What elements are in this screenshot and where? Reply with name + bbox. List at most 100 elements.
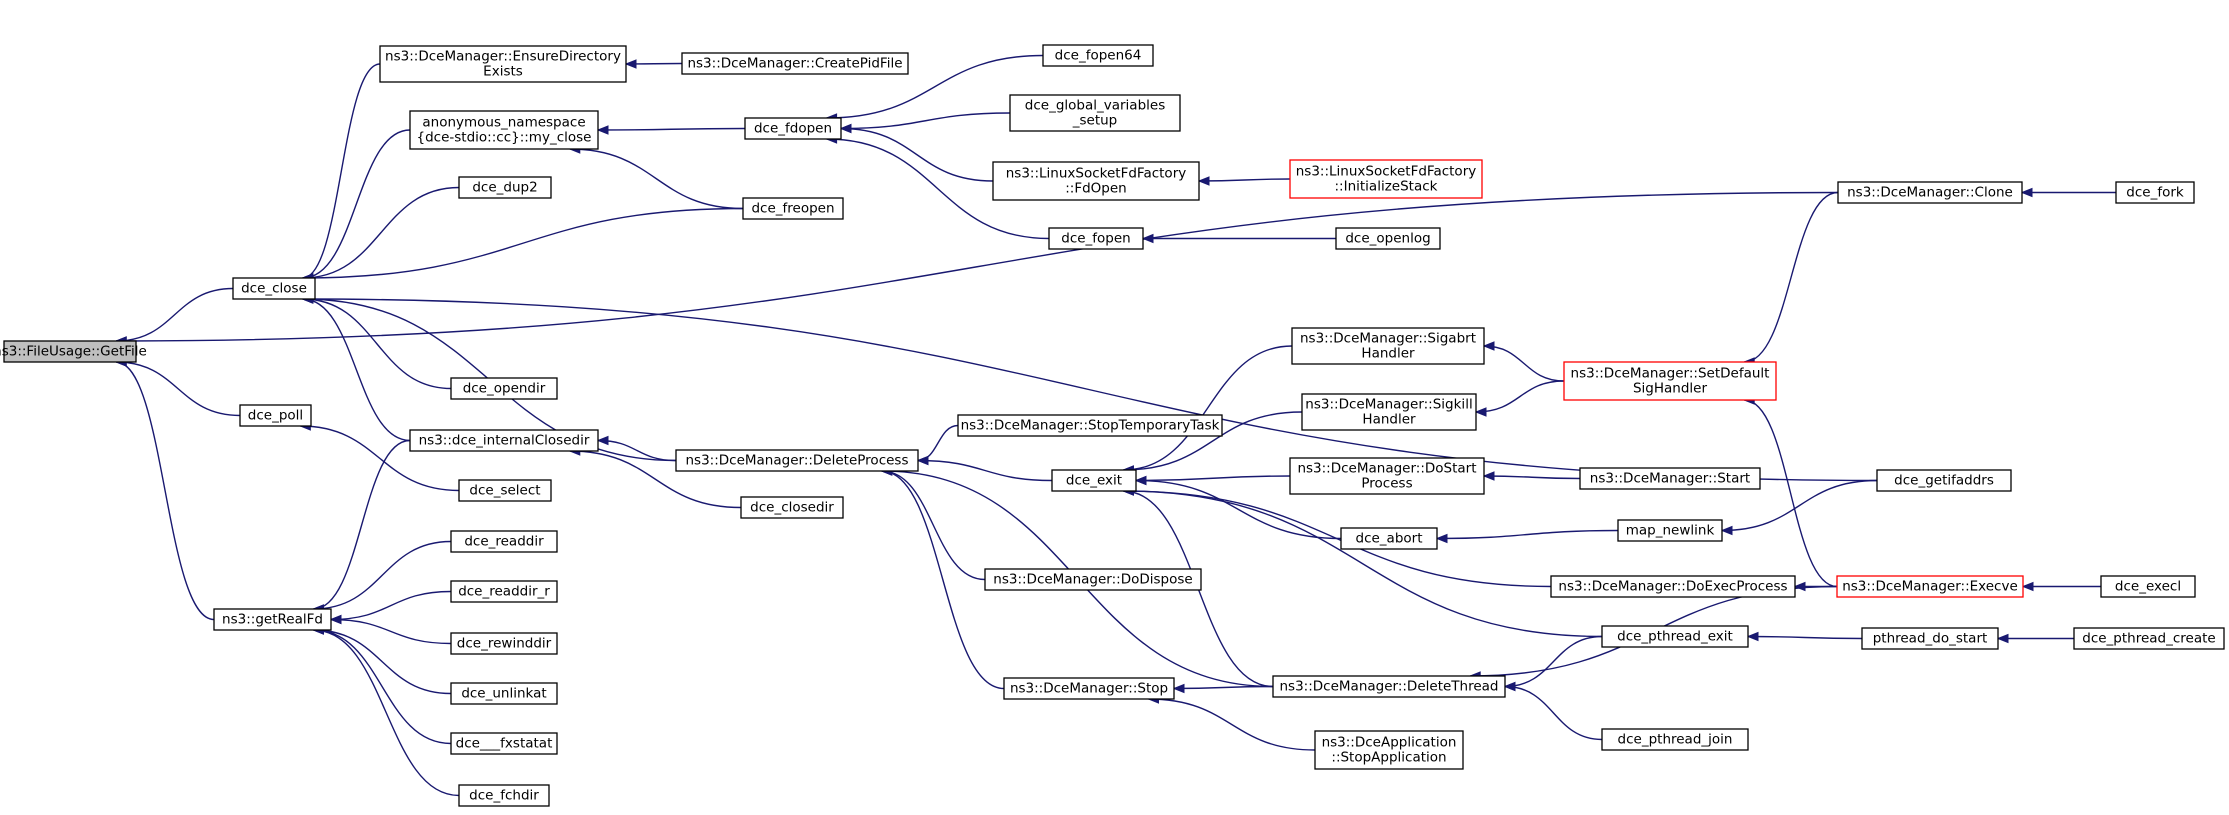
arrowhead [596, 125, 609, 135]
node-unlinkat[interactable]: dce_unlinkat [450, 682, 558, 705]
node-box [2073, 627, 2225, 650]
node-label: dce_unlinkat [461, 686, 546, 702]
edge-globalvars-to-fdopen [840, 112, 1011, 130]
edge-dodispose-to-deleteprocess [881, 470, 986, 581]
node-createpid[interactable]: ns3::DceManager::CreatePidFile [681, 52, 909, 75]
edge-unlinkat-to-getrealfd [313, 629, 452, 695]
node-fdopen[interactable]: dce_fdopen [744, 117, 842, 140]
node-box [1272, 675, 1506, 698]
edge-dostart-to-dce-exit [1135, 475, 1291, 482]
node-getfile[interactable]: ns3::FileUsage::GetFile [0, 340, 147, 363]
arrowhead [1482, 341, 1495, 351]
node-label: dce_dup2 [472, 180, 537, 196]
node-fopen64[interactable]: dce_fopen64 [1042, 44, 1154, 67]
node-closedir[interactable]: dce_closedir [740, 496, 844, 519]
node-readdir-r[interactable]: dce_readdir_r [450, 580, 558, 603]
node-label: ns3::DceManager::Stop [1010, 681, 1168, 697]
node-fork[interactable]: dce_fork [2115, 181, 2195, 204]
node-box [1003, 677, 1175, 700]
node-dodispose[interactable]: ns3::DceManager::DoDispose [984, 568, 1202, 591]
node-readdir[interactable]: dce_readdir [450, 530, 558, 553]
node-internalclosedir[interactable]: ns3::dce_internalClosedir [409, 429, 599, 452]
node-dup2[interactable]: dce_dup2 [458, 176, 552, 199]
node-fdopenfactory[interactable]: ns3::LinuxSocketFdFactory::FdOpen [992, 161, 1200, 201]
node-label: ns3::DceManager::CreatePidFile [687, 56, 902, 72]
node-initstack[interactable]: ns3::LinuxSocketFdFactory::InitializeSta… [1289, 159, 1483, 199]
edge-fopen64-to-fdopen [826, 54, 1044, 119]
node-label: ns3::DceManager::DeleteThread [1280, 679, 1499, 695]
node-box [458, 479, 552, 502]
edge-doexec-to-dce-exit [1123, 490, 1552, 588]
arrowhead [596, 435, 609, 446]
node-box [1291, 327, 1485, 365]
edge-initstack-to-fdopenfactory [1198, 178, 1291, 182]
node-box [458, 176, 552, 199]
node-stop[interactable]: ns3::DceManager::Stop [1003, 677, 1175, 700]
node-label: ns3::DceManager::Sigkill [1305, 397, 1472, 413]
node-label: dce_poll [248, 408, 303, 424]
node-label: dce___fxstatat [456, 736, 553, 752]
edge-fopen-to-fdopen [826, 138, 1050, 240]
node-label: dce_readdir_r [458, 584, 550, 600]
node-globalvars[interactable]: dce_global_variables_setup [1009, 94, 1181, 132]
node-fopen[interactable]: dce_fopen [1048, 227, 1144, 250]
node-execl[interactable]: dce_execl [2100, 575, 2196, 598]
node-pthread-create[interactable]: dce_pthread_create [2073, 627, 2225, 650]
node-dce-poll[interactable]: dce_poll [239, 404, 312, 427]
node-freopen[interactable]: dce_freopen [742, 197, 844, 220]
node-dce-exit[interactable]: dce_exit [1051, 469, 1137, 492]
node-pthread-join[interactable]: dce_pthread_join [1601, 728, 1749, 751]
node-fxstatat[interactable]: dce___fxstatat [450, 732, 558, 755]
node-newlink[interactable]: map_newlink [1617, 519, 1723, 542]
node-label: dce_fopen [1061, 231, 1131, 247]
node-box [1048, 227, 1144, 250]
node-opendir[interactable]: dce_opendir [450, 377, 558, 400]
node-openlog[interactable]: dce_openlog [1335, 227, 1441, 250]
edge-deleteprocess-to-internalclosedir [597, 439, 677, 462]
node-label: dce_pthread_exit [1617, 629, 1733, 645]
edge-pthread-exit-to-dce-exit [1123, 490, 1603, 638]
edge-clone-to-setdefault [1744, 191, 1839, 363]
node-fchdir[interactable]: dce_fchdir [458, 784, 550, 807]
node-deletethread[interactable]: ns3::DceManager::DeleteThread [1272, 675, 1506, 698]
node-label: dce_exit [1066, 473, 1122, 489]
arrowhead [1134, 475, 1147, 486]
node-label: ns3::DceManager::DoDispose [993, 572, 1192, 588]
node-label: dce_openlog [1345, 231, 1430, 247]
node-stoptemp[interactable]: ns3::DceManager::StopTemporaryTask [957, 414, 1223, 437]
node-abort[interactable]: dce_abort [1340, 527, 1438, 550]
node-select[interactable]: dce_select [458, 479, 552, 502]
node-box [1563, 361, 1777, 401]
node-clone[interactable]: ns3::DceManager::Clone [1837, 181, 2023, 204]
node-execve[interactable]: ns3::DceManager::Execve [1836, 575, 2024, 598]
node-label: dce_global_variables [1025, 98, 1165, 114]
node-deleteprocess[interactable]: ns3::DceManager::DeleteProcess [675, 449, 919, 472]
node-pthread-exit[interactable]: dce_pthread_exit [1601, 625, 1749, 648]
node-box [409, 110, 599, 150]
node-label: dce_select [469, 483, 540, 499]
node-pthread-do-start[interactable]: pthread_do_start [1861, 627, 1999, 650]
node-label: ns3::getRealFd [222, 612, 323, 628]
edge-abort-to-dce-exit [1135, 479, 1342, 540]
node-box [458, 784, 550, 807]
node-stopapp[interactable]: ns3::DceApplication::StopApplication [1314, 730, 1464, 770]
node-start[interactable]: ns3::DceManager::Start [1579, 467, 1761, 490]
node-box [239, 404, 312, 427]
node-getrealfd[interactable]: ns3::getRealFd [213, 608, 332, 631]
node-doexec[interactable]: ns3::DceManager::DoExecProcess [1550, 575, 1796, 598]
edge-newlink-to-abort [1436, 529, 1619, 540]
node-dce-close[interactable]: dce_close [232, 277, 316, 300]
node-box [992, 161, 1200, 201]
node-getifaddrs[interactable]: dce_getifaddrs [1876, 469, 2012, 492]
node-box [213, 608, 332, 631]
node-rewinddir[interactable]: dce_rewinddir [450, 632, 558, 655]
node-box [450, 732, 558, 755]
node-myclose[interactable]: anonymous_namespace{dce-stdio::cc}::my_c… [409, 110, 599, 150]
edge-getrealfd-to-getfile [116, 361, 215, 621]
